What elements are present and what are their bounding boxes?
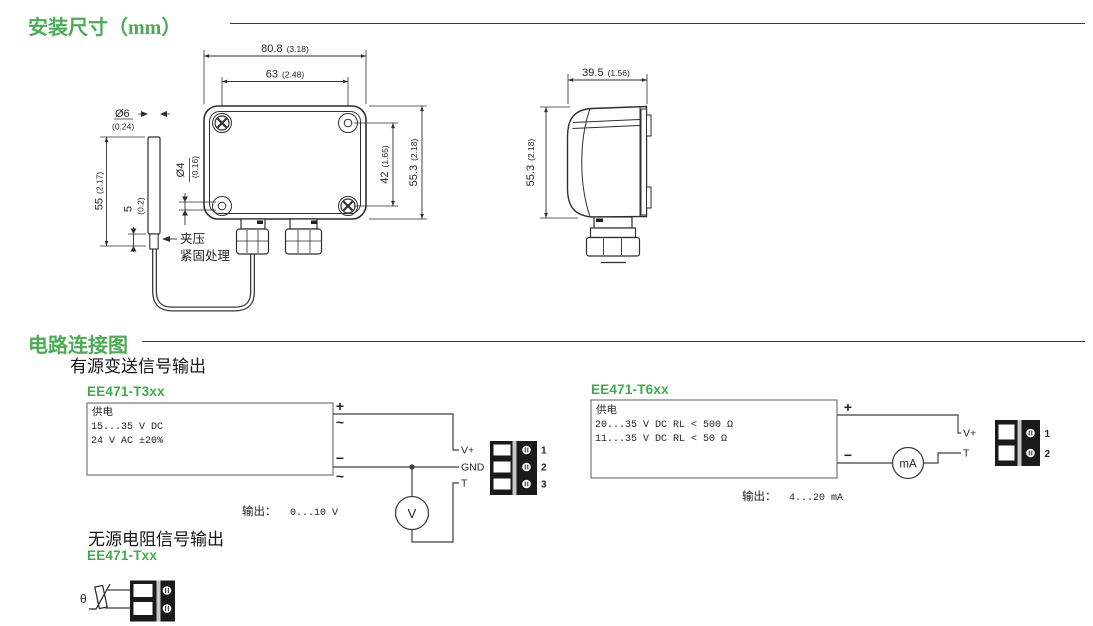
svg-text:5: 5 [123,206,135,212]
cable-gland-left-front [235,218,270,255]
t3xx-tilde-bottom-symbol: ~ [336,468,344,484]
t6xx-supply-box: 供电 20...35 V DC RL < 500 Ω 11...35 V DC … [590,399,838,479]
svg-text:24 V AC ±20%: 24 V AC ±20% [91,436,163,447]
svg-text:夹压: 夹压 [180,232,205,246]
t6xx-terminal-block [995,420,1040,466]
dim-probe-length: 55(2.17) [94,136,146,247]
svg-text:Ø4: Ø4 [175,163,187,178]
dim-front-hole-span: 63(2.48) [221,69,349,116]
cable-gland-side [585,216,641,264]
active-output-heading: 有源变送信号输出 [70,357,206,376]
svg-text:mA: mA [899,459,917,471]
svg-text:紧固处理: 紧固处理 [180,249,231,263]
svg-text:39.5(1.56): 39.5(1.56) [582,67,630,79]
dim-front-overall-width: 80.8(3.18) [203,43,367,104]
svg-text:15...35 V DC: 15...35 V DC [91,422,163,433]
enclosure-front [203,105,367,220]
t3xx-terminal-num-3: 3 [541,480,547,491]
dim-side-height: 55.3(2.18) [525,106,578,219]
enclosure-side [566,105,652,218]
svg-text:供电: 供电 [596,403,617,416]
t6xx-terminal-label-1: V+ [963,428,976,440]
wiring-title-rule [142,341,1085,342]
model-label-t6xx: EE471-T6xx [591,382,669,397]
dim-side-width: 39.5(1.56) [567,67,648,104]
t3xx-output-label: 输出： [242,504,277,518]
model-label-t3xx: EE471-T3xx [87,384,165,399]
t6xx-minus-symbol: − [844,447,852,463]
t3xx-terminal-num-2: 2 [541,463,547,474]
t3xx-plus-symbol: + [336,398,344,414]
t6xx-terminal-num-1: 1 [1045,429,1051,440]
theta-symbol: θ [80,592,87,606]
wiring-section-title: 电路连接图 [28,335,128,357]
milliammeter-symbol: mA [891,446,925,480]
t6xx-output-label: 输出： [742,489,777,503]
dim-front-overall-height: 55.3(2.18) [369,105,427,220]
svg-text:55.3(2.18): 55.3(2.18) [525,139,537,187]
mounting-tab-bottom [646,186,652,209]
svg-text:11...35 V DC RL < 50 Ω: 11...35 V DC RL < 50 Ω [595,434,727,445]
svg-text:42(1.65): 42(1.65) [379,145,391,184]
svg-text:55.3(2.18): 55.3(2.18) [408,139,420,187]
t6xx-terminal-num-2: 2 [1045,449,1051,460]
t3xx-minus-symbol: − [336,450,344,466]
dim-probe-diameter: Ø6 (0.24) [112,108,170,132]
temperature-probe [147,136,161,250]
dimensions-section-title: 安装尺寸（mm） [28,17,182,39]
svg-text:Ø6: Ø6 [115,108,130,120]
svg-text:55(2.17): 55(2.17) [94,172,106,211]
t3xx-terminal-block [490,441,537,495]
svg-text:(0.24): (0.24) [112,122,134,132]
t6xx-plus-symbol: + [844,399,852,415]
terminal-screw-icons [1026,428,1035,458]
dimensions-title-rule [230,23,1085,24]
svg-text:20...35 V DC RL < 500 Ω: 20...35 V DC RL < 500 Ω [595,420,733,431]
mounting-hole-bottom-left [217,201,227,211]
t3xx-terminal-num-1: 1 [541,446,547,457]
passive-output-heading: 无源电阻信号输出 [88,530,224,549]
t3xx-terminal-label-1: V+ [461,445,474,457]
clamp-note: 夹压 紧固处理 [162,232,231,263]
dim-hole-diameter: Ø4 (0.16) [175,156,216,225]
t6xx-wires [837,414,961,464]
cable-gland-right-front [284,218,323,255]
probe-clamp [149,233,159,250]
terminal-screw-icons [162,586,172,613]
terminal-screw-icons [522,445,531,489]
junction-dot [409,464,415,470]
svg-text:V: V [408,506,417,521]
mounting-hole-top-right [343,118,353,128]
svg-text:供电: 供电 [92,405,113,418]
dim-clamp-length: 5 (0.2) [123,197,146,252]
sensor-cable [152,246,255,312]
thermistor-symbol [89,583,111,610]
model-label-txx: EE471-Txx [87,548,158,563]
t6xx-terminal-label-2: T [963,448,970,460]
t3xx-wires [333,413,459,543]
t6xx-wiring-diagram: 供电 20...35 V DC RL < 500 Ω 11...35 V DC … [590,399,1051,504]
t6xx-output-value: 4...20 mA [789,493,843,504]
mounting-tab-top [646,114,652,137]
svg-text:80.8(3.18): 80.8(3.18) [261,43,309,55]
side-view-drawing: 39.5(1.56) 55.3(2.18) [525,67,652,264]
screw-top-left-icon [214,115,230,131]
t3xx-tilde-top-symbol: ~ [336,414,344,430]
txx-wiring-diagram: θ [80,580,175,622]
front-view-drawing: 80.8(3.18) 63(2.48) [94,43,427,312]
t3xx-supply-box: 供电 15...35 V DC 24 V AC ±20% [86,402,334,476]
svg-text:(0.2): (0.2) [136,197,146,215]
t3xx-terminal-label-3: T [461,478,468,490]
svg-text:63(2.48): 63(2.48) [266,69,305,81]
voltmeter-symbol: V [394,495,430,531]
dim-front-hole-vspan: 42(1.65) [354,122,398,207]
svg-text:(0.16): (0.16) [190,156,200,178]
mounting-plate [640,108,647,216]
t3xx-output-value: 0...10 V [290,508,338,519]
txx-wires [105,589,130,609]
t3xx-wiring-diagram: 供电 15...35 V DC 24 V AC ±20% + ~ − ~ V V… [86,398,547,543]
txx-terminal-block [130,580,175,622]
t3xx-terminal-label-2: GND [461,462,485,474]
